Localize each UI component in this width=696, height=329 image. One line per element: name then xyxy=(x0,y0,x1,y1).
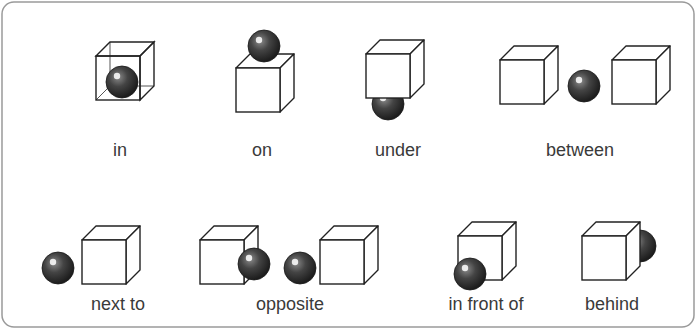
ball xyxy=(454,258,486,290)
ball xyxy=(568,70,600,102)
cube xyxy=(366,40,424,98)
preposition-label: behind xyxy=(585,294,639,315)
cube xyxy=(500,46,558,104)
cube xyxy=(582,222,640,280)
cube xyxy=(82,226,140,284)
preposition-label: in front of xyxy=(448,294,523,315)
preposition-label: opposite xyxy=(256,294,324,315)
preposition-label: in xyxy=(113,140,127,161)
ball xyxy=(248,30,280,62)
ball xyxy=(284,252,316,284)
preposition-label: on xyxy=(252,140,272,161)
cube xyxy=(236,54,294,112)
preposition-label: next to xyxy=(91,294,145,315)
preposition-label: between xyxy=(546,140,614,161)
cube xyxy=(612,46,670,104)
ball xyxy=(42,252,74,284)
ball xyxy=(238,248,270,280)
wire-cube xyxy=(96,42,154,100)
ball xyxy=(106,66,138,98)
preposition-label: under xyxy=(375,140,421,161)
cube xyxy=(320,226,378,284)
